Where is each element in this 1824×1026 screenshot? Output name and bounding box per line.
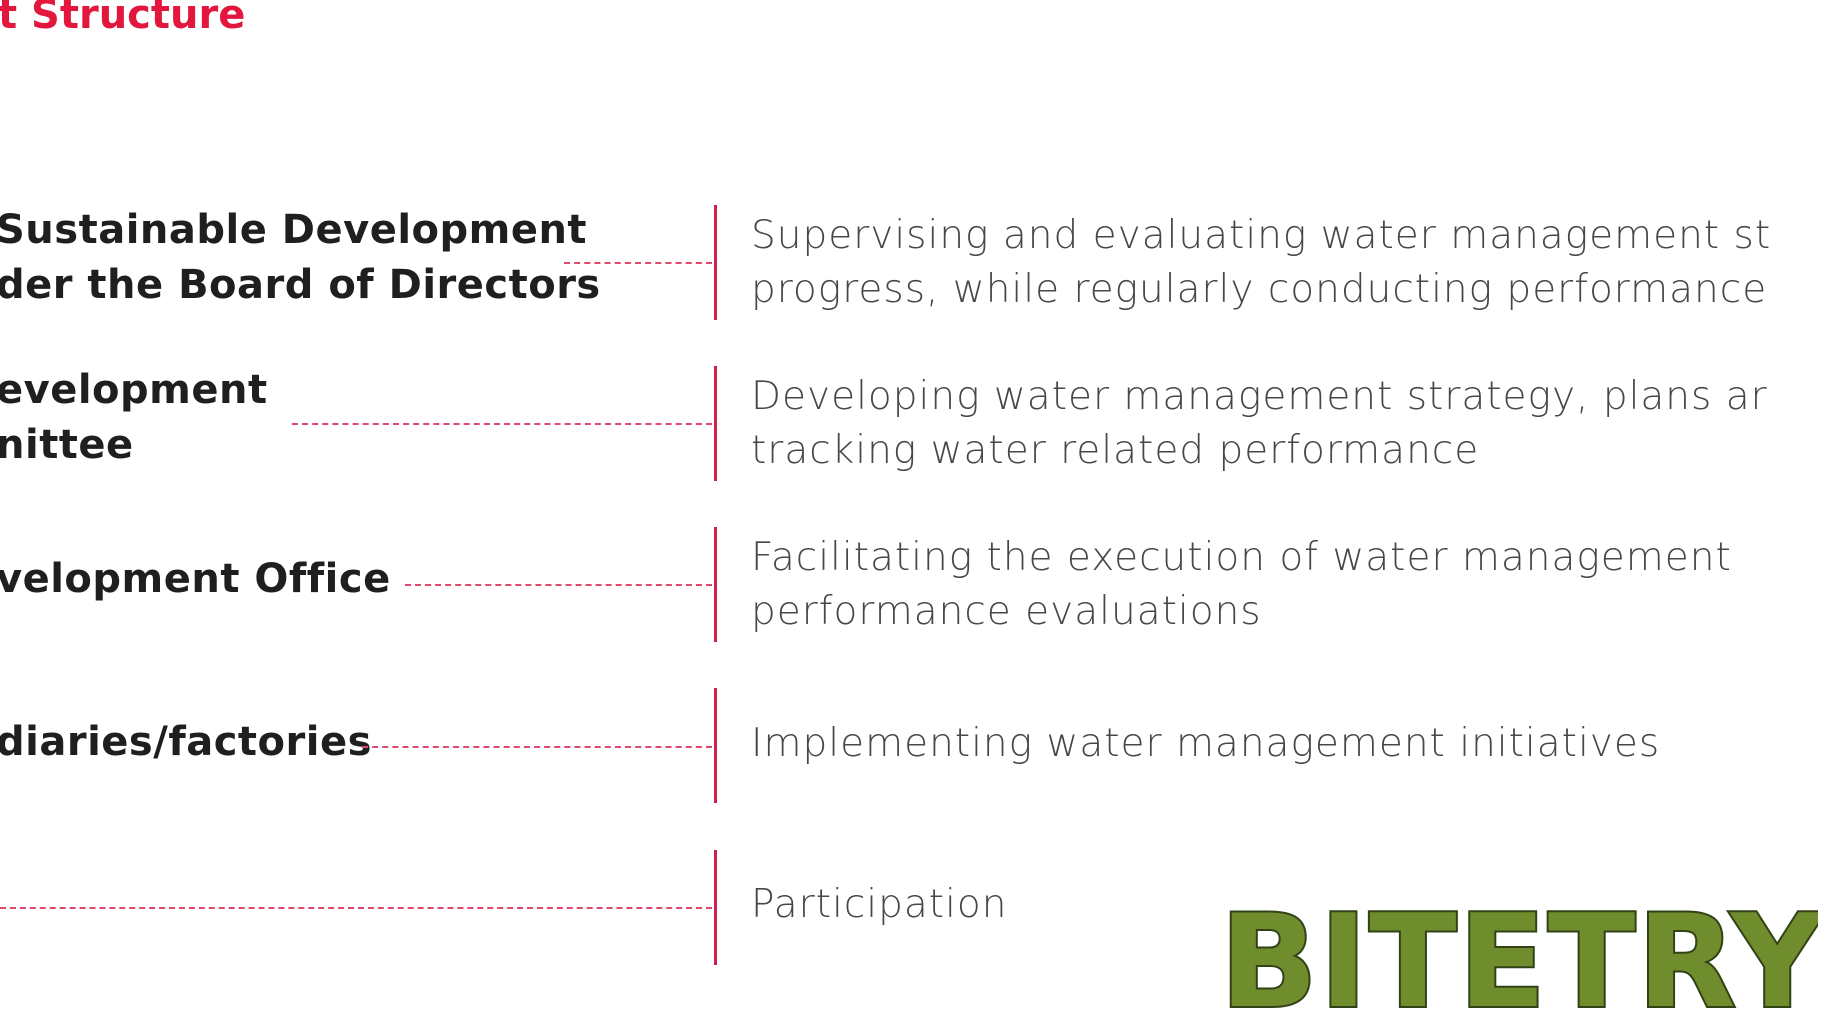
row-2-desc-line-2: tracking water related performance [751,428,1480,473]
row-2-left-line-2: nittee [0,422,134,468]
row-1-desc-line-2: progress, while regularly conducting per… [751,267,1768,312]
row-4-divider [714,688,717,803]
row-1-divider [714,205,717,320]
row-2-left-line-1: evelopment [0,367,268,413]
watermark-text: BITETRY [1220,904,1818,1014]
row-3-divider [714,527,717,642]
row-2-dashed-connector [292,423,712,425]
row-4-left-line-1: diaries/factories [0,719,372,765]
row-1-desc-line-1: Supervising and evaluating water managem… [751,213,1772,258]
row-1-dashed-connector [564,262,712,264]
bitetry-watermark-logo: BITETRY [1218,904,1818,1014]
row-4-desc-line-1: Implementing water management initiative… [751,721,1661,766]
row-3-left-line-1: velopment Office [0,556,391,602]
row-3-desc-line-2: performance evaluations [751,589,1262,634]
page-title: t Structure [0,0,246,38]
row-5-divider [714,850,717,965]
row-5-dashed-connector [0,907,712,909]
row-3-desc-line-1: Facilitating the execution of water mana… [751,535,1732,580]
row-2-divider [714,366,717,481]
row-1-left-line-1: Sustainable Development [0,207,588,253]
row-5-desc-line-1: Participation [751,882,1008,927]
row-4-dashed-connector [362,746,712,748]
row-1-left-line-2: der the Board of Directors [0,262,601,308]
row-3-dashed-connector [405,584,712,586]
row-2-desc-line-1: Developing water management strategy, pl… [751,374,1768,419]
